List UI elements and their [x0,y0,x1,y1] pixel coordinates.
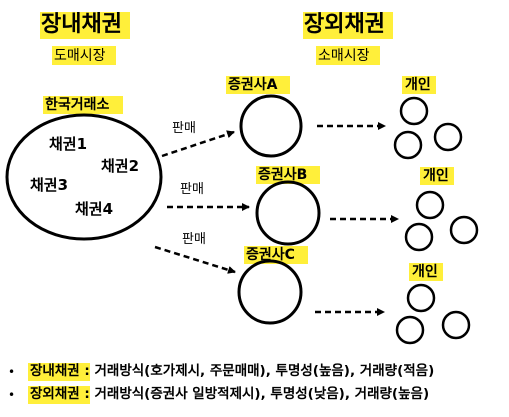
exchange-circle [5,113,163,241]
broker-a-label: 증권사A [228,77,278,93]
individual-label: 개인 [405,77,431,93]
bond-label: 채권1 [49,135,88,153]
individual-circle [415,190,445,220]
left-market-label: 도매시장 [54,48,106,64]
bond-label: 채권4 [75,200,114,218]
individual-2-highlight [420,167,454,185]
left-market-highlight [52,46,116,65]
individual-circle [393,130,423,160]
sell-arrow-a [161,130,235,158]
broker-c-label: 증권사C [246,247,295,263]
note-2-text: 거래방식(증권사 일방적제시), 투명성(낮음), 거래량(높음) [94,386,430,402]
note-1-sep: : [79,363,95,379]
exchange-label: 한국거래소 [45,97,110,113]
sell-label: 판매 [172,121,196,136]
right-market-highlight [316,46,380,65]
left-title: 장내채권 [41,12,122,37]
note-bullet: • [8,365,16,379]
note-1-label-highlight [28,363,90,381]
individual-label: 개인 [412,264,438,280]
left-title-highlight [40,12,130,39]
broker-c-highlight [244,246,308,264]
individual-3-highlight [409,263,443,281]
note-bullet: • [8,388,16,402]
note-2-label-highlight [28,386,90,404]
individual-circle [441,310,471,340]
right-market-label: 소매시장 [318,48,370,64]
exchange-highlight [43,96,123,114]
broker-b-label: 증권사B [258,167,308,183]
individual-circle [406,283,436,313]
individual-circle [404,222,434,252]
note-2: 장외채권 : 거래방식(증권사 일방적제시), 투명성(낮음), 거래량(높음) [30,386,430,402]
bond-label: 채권3 [30,176,69,194]
individual-circle [433,122,463,152]
individual-label: 개인 [423,168,449,184]
bond-label: 채권2 [101,157,140,175]
individual-circle [399,96,429,126]
note-1: 장내채권 : 거래방식(호가제시, 주문매매), 투명성(높음), 거래량(적음… [30,363,435,379]
note-1-label: 장내채권 [30,363,80,379]
broker-a-highlight [226,76,290,94]
broker-b-circle [255,180,321,246]
note-1-text: 거래방식(호가제시, 주문매매), 투명성(높음), 거래량(적음) [94,363,435,379]
individual-circle [395,315,425,345]
note-2-sep: : [79,386,95,402]
sell-arrow-c [154,245,236,274]
note-2-label: 장외채권 [30,386,80,402]
individual-1-highlight [402,76,436,94]
individual-circle [449,215,479,245]
broker-c-circle [237,259,303,325]
broker-a-circle [239,94,303,158]
right-title: 장외채권 [304,12,385,37]
right-title-highlight [303,12,393,39]
sell-label: 판매 [180,182,204,197]
sell-label: 판매 [182,232,206,247]
broker-b-highlight [256,166,320,184]
